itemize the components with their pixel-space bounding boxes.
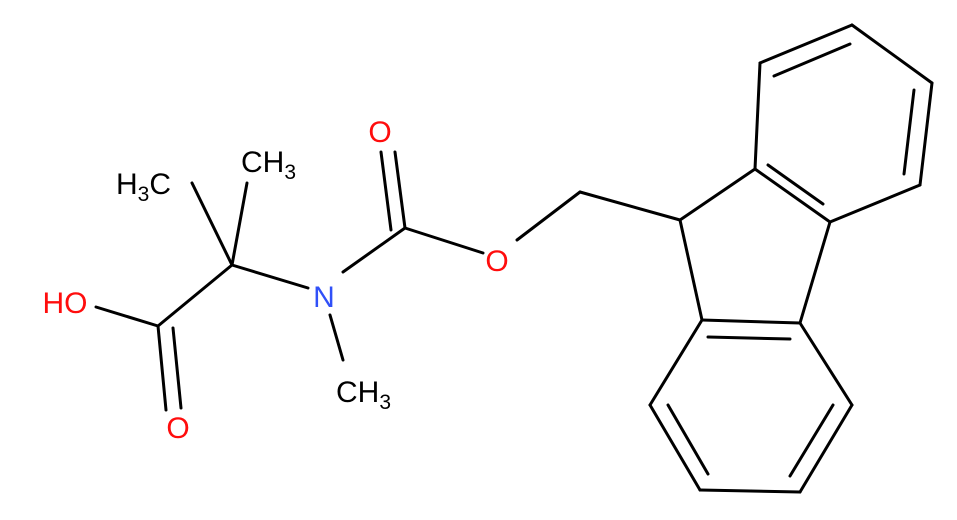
alpha-n-bond <box>230 263 310 290</box>
upper-ring-inner-3 <box>766 163 825 206</box>
ester-o-ch2-bond <box>515 190 582 242</box>
lower-ring-6 <box>648 318 704 407</box>
n-carbonyl-bond <box>341 226 407 274</box>
ch2-c9-bond <box>578 190 682 222</box>
upper-ring-6 <box>753 167 832 224</box>
hydroxyl-label: HO <box>43 287 88 320</box>
upper-ring-3 <box>850 23 934 85</box>
upper-ring-inner-1 <box>772 42 852 78</box>
lower-ring-1 <box>700 318 802 325</box>
acid-c-alpha-bond <box>156 263 234 328</box>
upper-ring-1 <box>753 61 762 171</box>
c9-c8a-bond <box>678 218 704 322</box>
carbamate-co-bond-a <box>393 150 407 230</box>
carbamate-co-bond-b <box>379 150 393 232</box>
lower-ring-inner-1 <box>706 335 792 341</box>
right-methyl-main: CH <box>241 146 284 179</box>
left-methyl-label: H3C <box>116 168 171 206</box>
carbonyl-ester-o-bond <box>403 226 485 255</box>
alpha-methyl-left-bond <box>190 181 234 267</box>
upper-ring-inner-2 <box>902 88 916 176</box>
ester-oxygen-label: O <box>485 245 508 278</box>
acid-carbonyl-oxygen-label: O <box>166 412 189 445</box>
left-methyl-subscript: 3 <box>138 183 150 206</box>
n-methyl-main: CH <box>336 376 379 409</box>
right-methyl-label: CH3 <box>241 146 296 184</box>
right-methyl-subscript: 3 <box>284 161 296 184</box>
n-methyl-label: CH3 <box>336 376 391 414</box>
n-methyl-subscript: 3 <box>379 391 391 414</box>
lower-ring-2 <box>798 321 854 407</box>
lower-ring-4 <box>698 488 802 494</box>
upper-ring-2 <box>758 23 854 65</box>
acid-co-bond-b <box>171 326 183 410</box>
lower-ring-inner-2 <box>788 403 835 478</box>
lower-ring-3 <box>798 403 854 494</box>
upper-ring-4 <box>918 81 934 187</box>
lower-ring-5 <box>648 403 702 492</box>
nitrogen-label: N <box>313 281 335 314</box>
acid-oh-bond <box>94 305 160 328</box>
c4a-c4b-bond <box>798 220 832 325</box>
left-methyl-h: H <box>116 168 138 201</box>
carbamate-carbonyl-oxygen-label: O <box>368 116 391 149</box>
acid-co-bond-a <box>156 324 168 412</box>
bond-lines <box>94 23 934 494</box>
n-methyl-bond <box>328 313 345 362</box>
left-methyl-c: C <box>149 168 171 201</box>
alpha-methyl-right-bond <box>230 181 249 267</box>
lower-ring-inner-3 <box>666 403 710 476</box>
upper-ring-5 <box>828 183 922 224</box>
c9-c9a-bond <box>678 167 757 222</box>
